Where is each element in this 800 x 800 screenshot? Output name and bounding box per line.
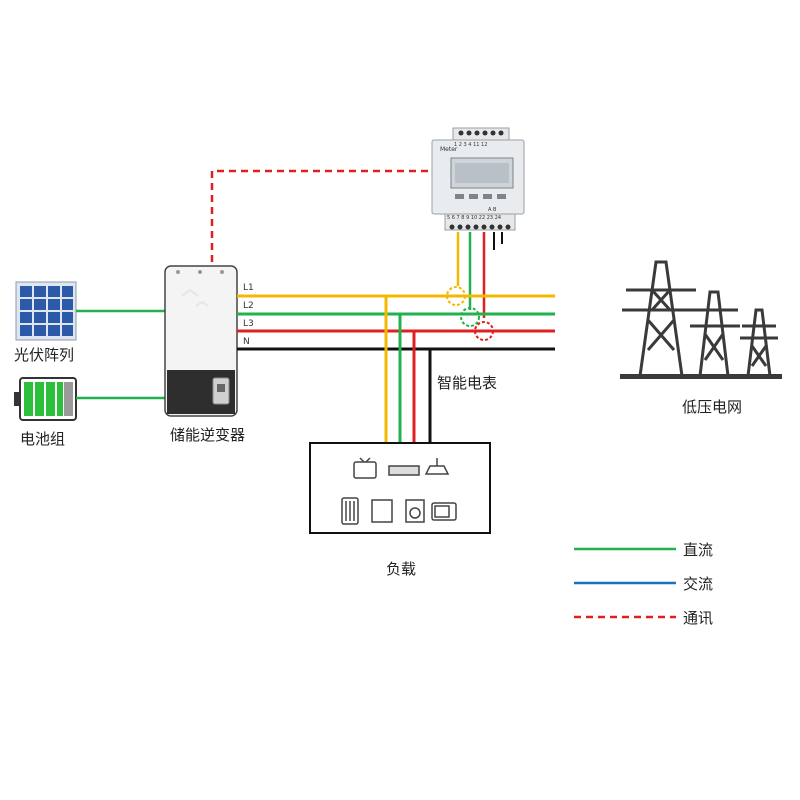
- appliance-icons: [341, 457, 457, 525]
- comm-line: [210, 169, 432, 262]
- label-smart-meter: 智能电表: [437, 374, 497, 392]
- label-grid: 低压电网: [682, 398, 742, 416]
- ct-ring-l2: [460, 307, 480, 327]
- meter-bottom-sub: A B: [488, 207, 497, 213]
- label-load: 负载: [386, 560, 416, 578]
- meter-brand: Meter: [440, 146, 458, 153]
- smart-meter-icon: [431, 127, 525, 231]
- ct-ring-l1: [446, 286, 466, 306]
- ground-line: [620, 374, 782, 379]
- load-box: [309, 442, 491, 534]
- label-n: N: [243, 337, 250, 347]
- legend-label-ac: 交流: [683, 575, 713, 593]
- battery-icon: [14, 377, 77, 421]
- legend-label-dc: 直流: [683, 541, 713, 559]
- pv-array-icon: [15, 281, 77, 341]
- label-pv-array: 光伏阵列: [14, 346, 74, 364]
- grid-tower-icon: [622, 260, 778, 377]
- meter-bottom-terminals: 5 6 7 8 9 10 22 23 24: [447, 215, 501, 221]
- label-inverter: 储能逆变器: [170, 426, 245, 444]
- legend-label-comm: 通讯: [683, 609, 713, 627]
- label-l1: L1: [243, 283, 254, 293]
- label-battery: 电池组: [20, 430, 65, 448]
- inverter-icon: [164, 265, 238, 417]
- ct-ring-l3: [474, 321, 494, 341]
- meter-top-terminals: 1 2 3 4 11 12: [454, 142, 487, 148]
- label-l2: L2: [243, 301, 254, 311]
- label-l3: L3: [243, 319, 254, 329]
